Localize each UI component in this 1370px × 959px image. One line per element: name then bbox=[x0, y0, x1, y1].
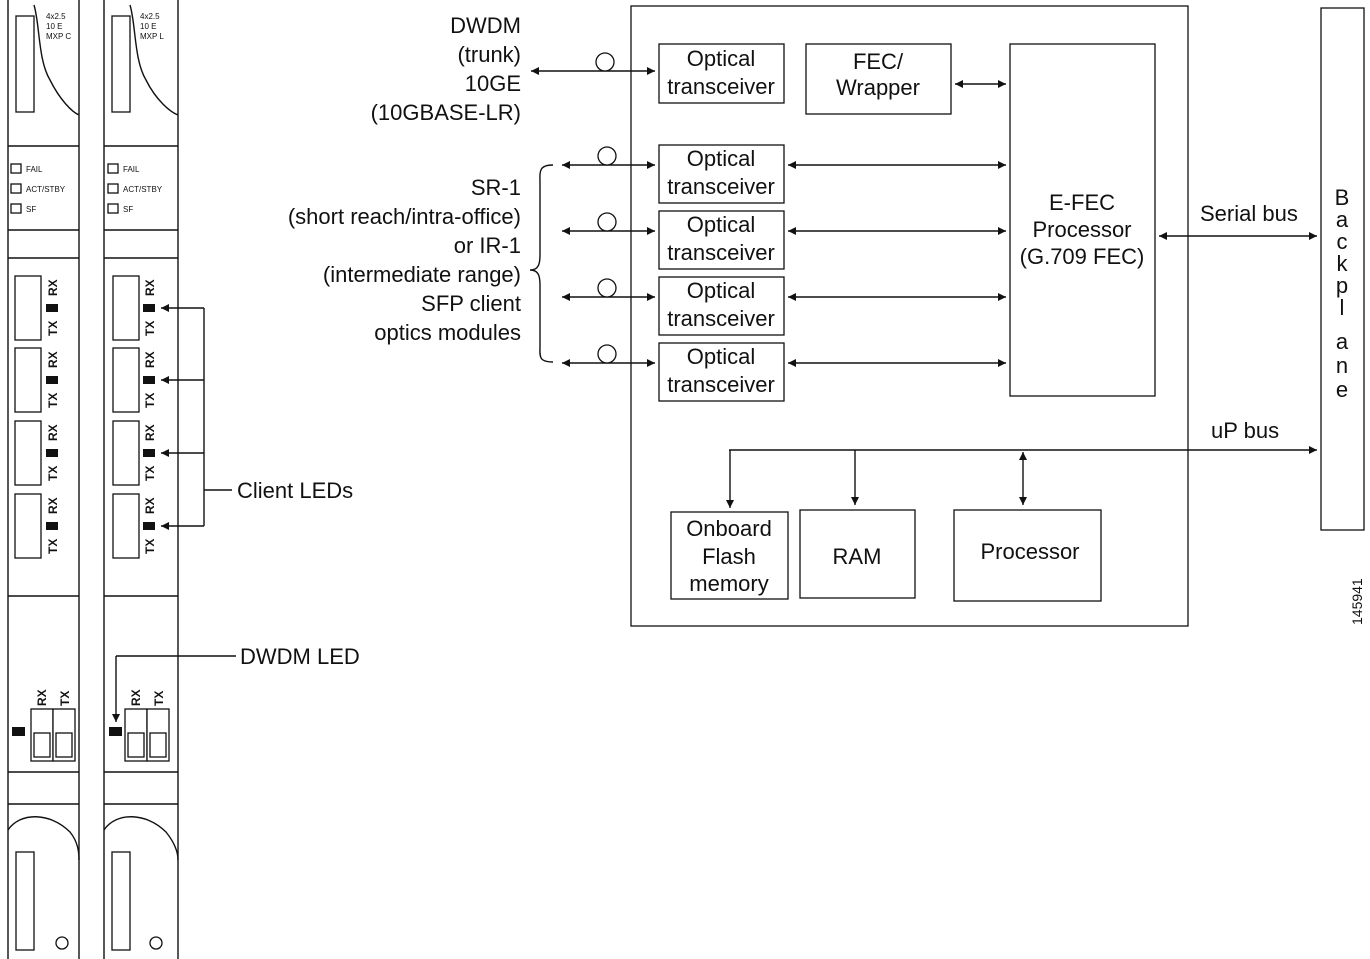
client-transceiver-2-label-2: transceiver bbox=[667, 240, 775, 265]
client-label-1: SR-1 bbox=[471, 175, 521, 200]
fail-led-label: FAIL bbox=[123, 165, 140, 174]
client-optical-connector-icon bbox=[597, 146, 617, 166]
card-c-label-3: MXP C bbox=[46, 32, 71, 41]
client-transceiver-block-3 bbox=[658, 276, 785, 336]
fec-wrapper-label-1: FEC/ bbox=[853, 49, 904, 74]
client-label-4: (intermediate range) bbox=[323, 262, 521, 287]
trunk-tx-label: TX bbox=[152, 691, 166, 706]
port-rx-label: RX bbox=[143, 424, 157, 441]
sf-led-label: SF bbox=[123, 205, 133, 214]
trunk-rx-label: RX bbox=[129, 689, 143, 706]
act-stby-led-label: ACT/STBY bbox=[123, 185, 163, 194]
backplane-letter: e bbox=[1336, 377, 1348, 402]
sf-led-label: SF bbox=[26, 205, 36, 214]
fec-wrapper-block bbox=[805, 43, 952, 115]
client-brace bbox=[529, 164, 554, 363]
client-label-5: SFP client bbox=[421, 291, 521, 316]
card-l-label-1: 4x2.5 bbox=[140, 12, 160, 21]
client-leds-callout bbox=[161, 304, 232, 530]
client-transceiver-2-label-1: Optical bbox=[687, 212, 755, 237]
client-label-6: optics modules bbox=[374, 320, 521, 345]
client-transceiver-4-label-2: transceiver bbox=[667, 372, 775, 397]
fail-led-label: FAIL bbox=[26, 165, 43, 174]
port-tx-label: TX bbox=[46, 466, 60, 481]
card-faceplate-c bbox=[7, 0, 80, 959]
fec-wrapper-label-2: Wrapper bbox=[836, 75, 920, 100]
card-c-label-2: 10 E bbox=[46, 22, 62, 31]
client-transceiver-3-label-2: transceiver bbox=[667, 306, 775, 331]
backplane-letter: n bbox=[1336, 353, 1348, 378]
efec-label-1: E-FEC bbox=[1049, 190, 1115, 215]
port-tx-label: TX bbox=[143, 393, 157, 408]
backplane-letter: k bbox=[1337, 251, 1349, 276]
flash-label-2: Flash bbox=[702, 544, 756, 569]
trunk-transceiver-label-1: Optical bbox=[687, 46, 755, 71]
trunk-label-4: (10GBASE-LR) bbox=[371, 100, 521, 125]
backplane-letter: p bbox=[1336, 273, 1348, 298]
processor-label: Processor bbox=[980, 539, 1079, 564]
client-optical-connector-icon bbox=[597, 212, 617, 232]
port-tx-label: TX bbox=[46, 321, 60, 336]
client-transceiver-3-label-1: Optical bbox=[687, 278, 755, 303]
client-label-2: (short reach/intra-office) bbox=[288, 204, 521, 229]
client-label-3: or IR-1 bbox=[454, 233, 521, 258]
client-optical-connector-icon bbox=[597, 278, 617, 298]
backplane-letter: c bbox=[1337, 229, 1348, 254]
client-leds-label: Client LEDs bbox=[237, 478, 353, 503]
backplane-letter: l bbox=[1340, 295, 1345, 320]
port-rx-label: RX bbox=[143, 497, 157, 514]
serial-bus-label: Serial bus bbox=[1200, 201, 1298, 226]
trunk-rx-label: RX bbox=[35, 689, 49, 706]
flash-memory-block bbox=[670, 511, 789, 600]
trunk-transceiver-label-2: transceiver bbox=[667, 74, 775, 99]
up-bus-label: uP bus bbox=[1211, 418, 1279, 443]
client-transceiver-block-4 bbox=[658, 342, 785, 402]
client-transceiver-4-label-1: Optical bbox=[687, 344, 755, 369]
client-transceiver-block-1 bbox=[658, 144, 785, 204]
port-rx-label: RX bbox=[46, 497, 60, 514]
trunk-label-3: 10GE bbox=[465, 71, 521, 96]
backplane-block bbox=[1320, 7, 1365, 531]
port-rx-label: RX bbox=[46, 279, 60, 296]
backplane-letter: B bbox=[1335, 185, 1350, 210]
port-tx-label: TX bbox=[143, 466, 157, 481]
card-l-label-3: MXP L bbox=[140, 32, 164, 41]
efec-label-3: (G.709 FEC) bbox=[1020, 244, 1145, 269]
port-tx-label: TX bbox=[143, 539, 157, 554]
backplane-letter: a bbox=[1336, 329, 1349, 354]
port-rx-label: RX bbox=[46, 424, 60, 441]
backplane-letter: a bbox=[1336, 207, 1349, 232]
dwdm-led-callout bbox=[112, 655, 236, 722]
client-transceiver-block-2 bbox=[658, 210, 785, 270]
trunk-transceiver-block bbox=[658, 43, 785, 104]
client-transceiver-1-label-2: transceiver bbox=[667, 174, 775, 199]
card-l-label-2: 10 E bbox=[140, 22, 156, 31]
ram-label: RAM bbox=[833, 544, 882, 569]
client-transceiver-1-label-1: Optical bbox=[687, 146, 755, 171]
port-tx-label: TX bbox=[143, 321, 157, 336]
flash-label-1: Onboard bbox=[686, 516, 772, 541]
processor-block bbox=[953, 509, 1102, 602]
trunk-optical-connector-icon bbox=[595, 52, 615, 72]
trunk-label-2: (trunk) bbox=[457, 42, 521, 67]
trunk-label-1: DWDM bbox=[450, 13, 521, 38]
card-faceplate-l bbox=[103, 0, 179, 959]
trunk-tx-label: TX bbox=[58, 691, 72, 706]
ram-block bbox=[799, 509, 916, 599]
act-stby-led-label: ACT/STBY bbox=[26, 185, 66, 194]
port-rx-label: RX bbox=[143, 351, 157, 368]
port-tx-label: TX bbox=[46, 539, 60, 554]
dwdm-led-label: DWDM LED bbox=[240, 644, 360, 669]
card-c-label-1: 4x2.5 bbox=[46, 12, 66, 21]
efec-processor-block bbox=[1009, 43, 1156, 397]
client-optical-connector-icon bbox=[597, 344, 617, 364]
flash-label-3: memory bbox=[689, 571, 768, 596]
port-tx-label: TX bbox=[46, 393, 60, 408]
port-rx-label: RX bbox=[143, 279, 157, 296]
port-rx-label: RX bbox=[46, 351, 60, 368]
efec-label-2: Processor bbox=[1032, 217, 1131, 242]
figure-id: 145941 bbox=[1349, 578, 1365, 625]
